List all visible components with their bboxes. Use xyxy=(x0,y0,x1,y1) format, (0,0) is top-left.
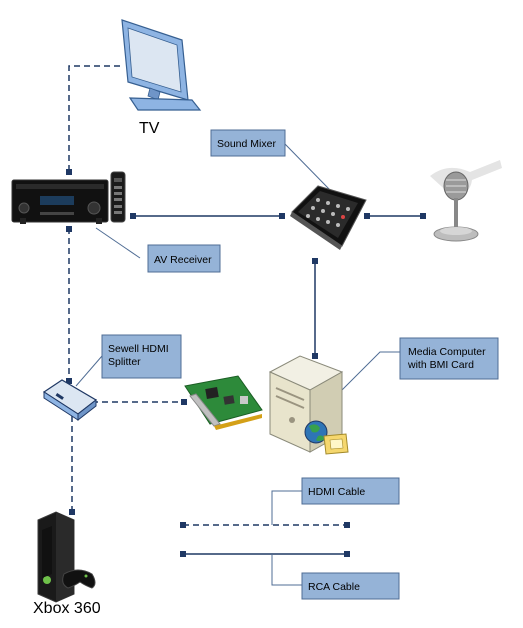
callout-media-computer-line2: with BMI Card xyxy=(407,359,474,371)
callout-rca-cable: RCA Cable xyxy=(301,572,400,600)
callout-leaders xyxy=(75,143,400,586)
callout-media-computer: Media Computer with BMI Card xyxy=(399,337,499,380)
remote-control-icon xyxy=(110,171,126,223)
av-receiver-icon xyxy=(11,179,109,224)
callout-sound-mixer: Sound Mixer xyxy=(210,129,286,157)
callout-av-receiver-text: AV Receiver xyxy=(154,254,212,266)
microphone-icon xyxy=(430,160,502,242)
callout-rca-cable-text: RCA Cable xyxy=(308,581,360,593)
capture-card-icon xyxy=(184,375,263,430)
callout-media-computer-line1: Media Computer xyxy=(408,346,486,358)
xbox-label: Xbox 360 xyxy=(33,600,101,617)
tv-label: TV xyxy=(139,120,160,137)
folder-icon xyxy=(323,433,349,455)
callout-hdmi-splitter-line1: Sewell HDMI xyxy=(108,343,169,355)
callout-sound-mixer-text: Sound Mixer xyxy=(217,138,276,150)
xbox-console-icon xyxy=(37,511,75,603)
callout-av-receiver: AV Receiver xyxy=(147,244,221,273)
callout-hdmi-cable: HDMI Cable xyxy=(301,477,400,505)
hdmi-splitter-icon xyxy=(42,379,98,422)
connections xyxy=(68,65,422,555)
callout-hdmi-splitter-line2: Splitter xyxy=(108,356,141,368)
tv-monitor-icon xyxy=(121,19,202,111)
callout-hdmi-cable-text: HDMI Cable xyxy=(308,486,365,498)
sound-mixer-icon xyxy=(290,185,367,250)
controller-icon xyxy=(62,569,96,589)
callout-hdmi-splitter: Sewell HDMI Splitter xyxy=(101,334,182,379)
globe-icon xyxy=(304,420,328,444)
tv-hdmi-cable xyxy=(68,65,120,172)
connector-nodes xyxy=(66,169,426,557)
